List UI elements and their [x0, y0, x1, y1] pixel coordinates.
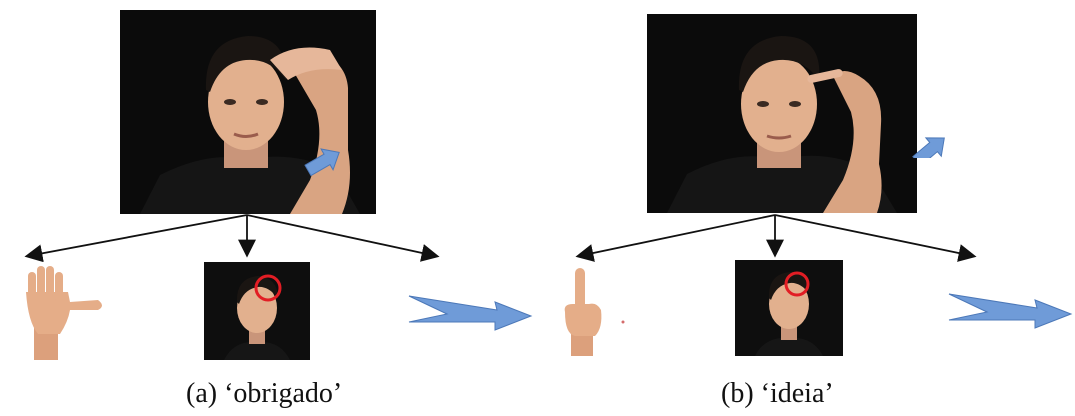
- movement-arrow: [947, 286, 1073, 334]
- connector-handshape: [28, 215, 247, 256]
- location-thumbnail: [735, 260, 843, 356]
- caption-b: (b) ‘ideia’: [721, 378, 834, 410]
- signer-photo: [120, 10, 376, 214]
- panel-obrigado: (a) ‘obrigado’: [0, 0, 540, 416]
- movement-arrow: [407, 288, 533, 336]
- caption-a: (a) ‘obrigado’: [186, 378, 342, 410]
- handshape-photo: [8, 262, 113, 360]
- movement-arrow-small: [905, 118, 947, 158]
- panel-ideia: (b) ‘ideia’: [537, 0, 1075, 416]
- connector-movement: [247, 215, 436, 256]
- connector-handshape: [579, 215, 775, 256]
- connector-movement: [775, 215, 973, 256]
- handshape-photo: [543, 264, 635, 356]
- signer-photo: [647, 14, 917, 213]
- location-thumbnail: [204, 262, 310, 360]
